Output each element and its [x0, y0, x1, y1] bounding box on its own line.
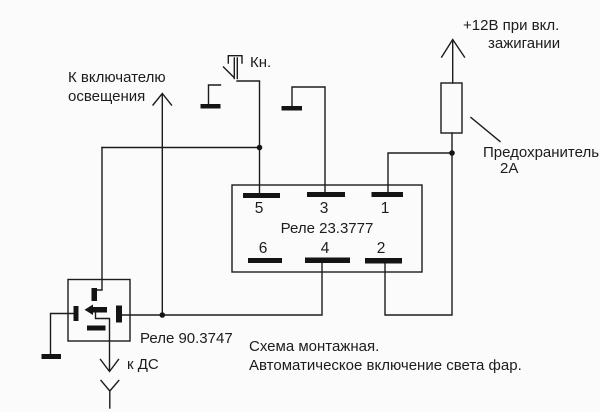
light-switch-arrow-up-icon: [152, 92, 173, 106]
junction-dot-button-wire: [256, 144, 263, 151]
button-left-terminal-wire: [207, 84, 222, 105]
aux-relay-inner-wire: [94, 311, 111, 342]
wire-pin3-terminal: [291, 86, 326, 194]
wire-pin4-to-aux-relay: [121, 261, 323, 316]
main-relay-pin-3: 3: [319, 200, 329, 217]
main-relay-pin-6: 6: [258, 240, 268, 257]
power-arrow-up-icon: [440, 38, 466, 58]
main-relay-pin-4: 4: [320, 240, 330, 257]
pin-4-pad: [305, 257, 350, 263]
light-switch-label-line2: освещения: [68, 88, 146, 105]
pin3-terminal-pad: [281, 106, 302, 111]
pin-1-pad: [371, 192, 403, 197]
power-label-line1: +12В при вкл.: [463, 17, 560, 34]
aux-pin-left: [73, 306, 79, 321]
aux-pin-center-bar: [92, 307, 107, 313]
button-terminal-pad: [200, 104, 221, 109]
junction-dot-fuse-branch: [449, 150, 455, 156]
fuse-callout-line: [470, 116, 501, 143]
wire-button-to-pin5: [236, 80, 261, 194]
main-relay-pin-1: 1: [380, 200, 390, 217]
pin-5-pad: [243, 193, 280, 198]
pin-2-pad: [365, 258, 402, 264]
aux-relay-body: [67, 278, 131, 342]
main-relay-label: Реле 23.3777: [280, 220, 374, 237]
pin-6-pad: [248, 258, 282, 263]
light-switch-label-line1: К включателю: [68, 69, 166, 86]
ground-pad: [41, 354, 61, 359]
aux-pin-center-arrow: [84, 304, 93, 315]
main-relay-pin-2: 2: [376, 240, 386, 257]
wire-to-aux-top-pin: [96, 146, 103, 291]
caption-line1: Схема монтажная.: [249, 338, 380, 355]
button-actuator: [222, 66, 235, 78]
aux-relay-label: Реле 90.3747: [140, 330, 233, 347]
power-label-line2: зажигании: [488, 35, 561, 52]
button-label: Кн.: [250, 54, 272, 71]
aux-relay-ground-wire: [49, 312, 75, 355]
speed-sensor-label: к ДС: [127, 356, 159, 373]
aux-pin-right: [116, 305, 122, 323]
caption-line2: Автоматическое включение света фар.: [249, 357, 522, 374]
fuse-label-line1: Предохранитель: [483, 144, 600, 161]
wire-branch-to-pin1: [387, 152, 453, 194]
wire-fuse-to-pin2: [384, 132, 453, 316]
aux-pin-lower-bar: [87, 325, 106, 331]
main-relay-body: [231, 184, 423, 273]
junction-dot-switch-wire: [159, 312, 166, 318]
fuse-body: [440, 82, 463, 134]
fuse-label-line2: 2А: [500, 160, 519, 177]
button-cap: [227, 55, 243, 64]
pin-3-pad: [307, 192, 345, 197]
main-relay-pin-5: 5: [254, 200, 264, 217]
ds-connector-fork-icon: [100, 379, 120, 393]
aux-pin-top: [91, 288, 97, 301]
ds-arrow-down-icon: [99, 358, 120, 373]
